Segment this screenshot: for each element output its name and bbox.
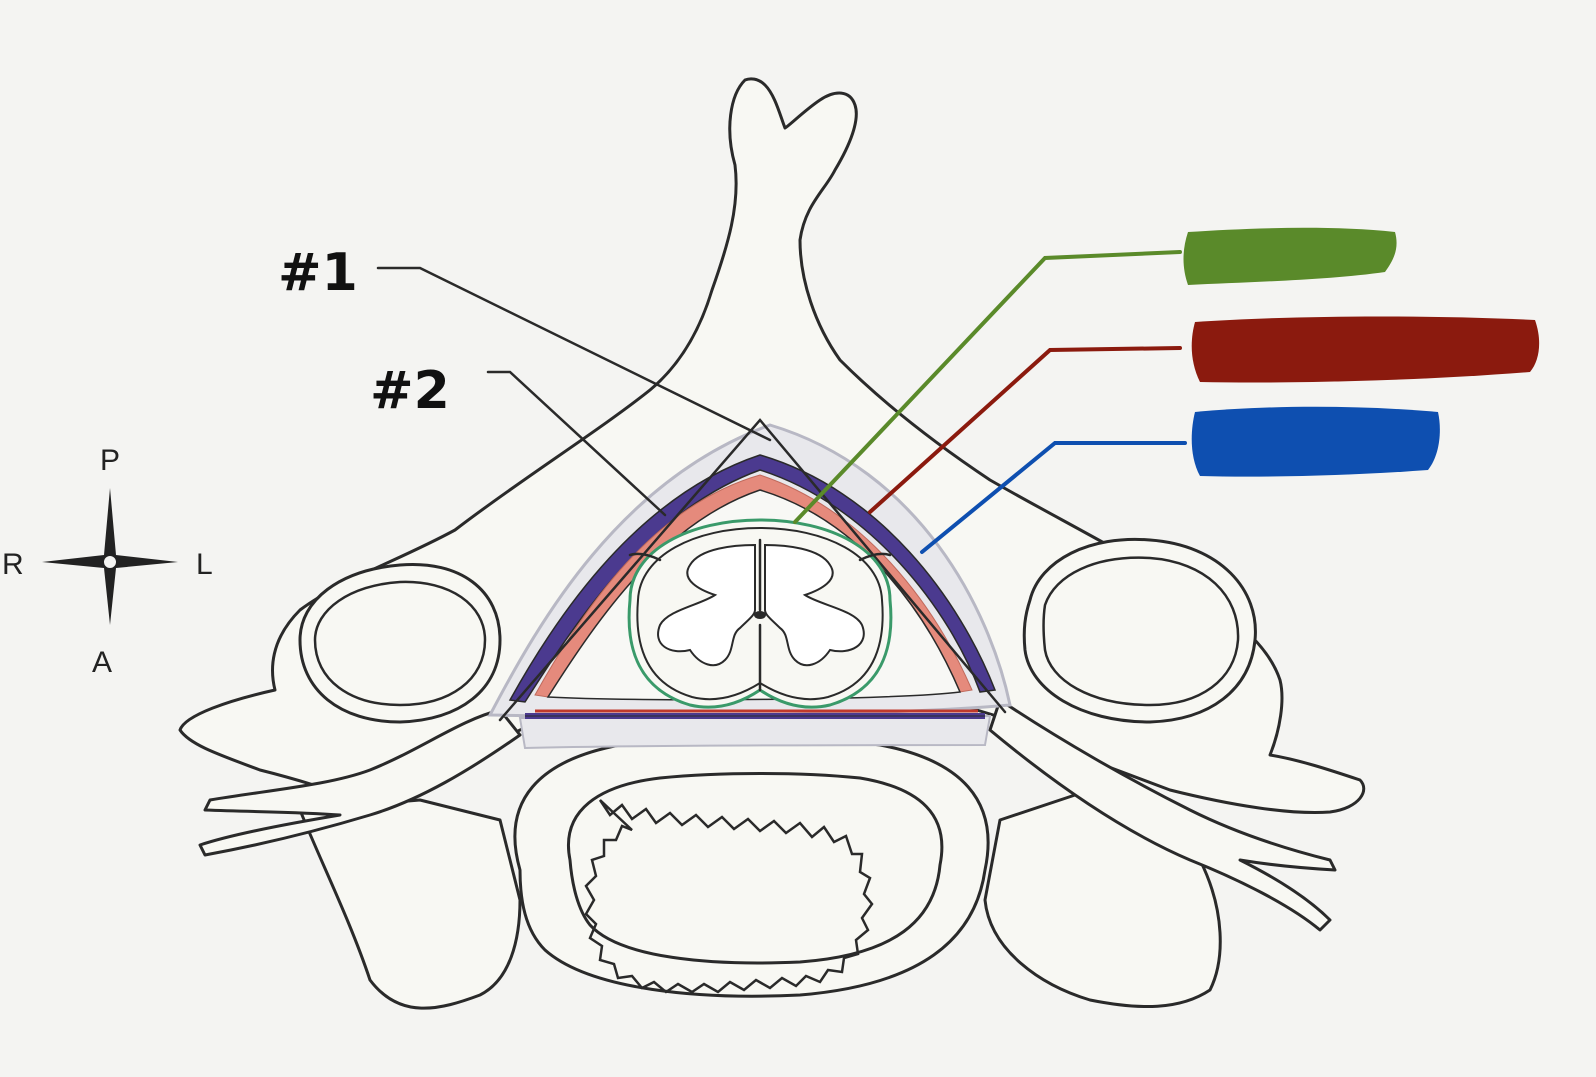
central-canal xyxy=(754,611,766,619)
blue-answer-block[interactable] xyxy=(1191,406,1440,477)
left-transverse-foramen xyxy=(298,562,502,724)
red-answer-block[interactable] xyxy=(1191,316,1540,383)
compass-left: L xyxy=(196,548,213,581)
spinal-nerves xyxy=(198,698,1337,932)
compass-anterior: A xyxy=(92,646,112,679)
right-transverse-foramen xyxy=(1022,537,1257,724)
leader-lines xyxy=(376,250,1187,554)
compass-right: R xyxy=(2,548,24,581)
leader-line-blue xyxy=(920,441,1187,554)
label-2: #2 xyxy=(370,361,450,421)
left-spinal-nerve xyxy=(198,708,522,857)
orientation-compass: P A R L xyxy=(2,444,213,679)
green-answer-block[interactable] xyxy=(1183,227,1397,285)
gray-matter-left xyxy=(657,543,756,667)
compass-posterior: P xyxy=(100,444,120,477)
leader-line-red xyxy=(868,346,1182,514)
gray-matter-right xyxy=(764,543,865,667)
label-1: #1 xyxy=(278,243,358,303)
spinal-cord xyxy=(627,518,893,709)
vertebral-body-inner xyxy=(567,772,944,965)
answer-blocks xyxy=(1183,227,1540,477)
leader-line-1 xyxy=(376,266,772,442)
body-scallop xyxy=(584,799,874,994)
right-spinal-nerve xyxy=(988,698,1337,932)
leader-line-green xyxy=(793,250,1182,524)
left-pedicle-lower xyxy=(298,798,522,1010)
leader-line-2 xyxy=(486,370,667,517)
